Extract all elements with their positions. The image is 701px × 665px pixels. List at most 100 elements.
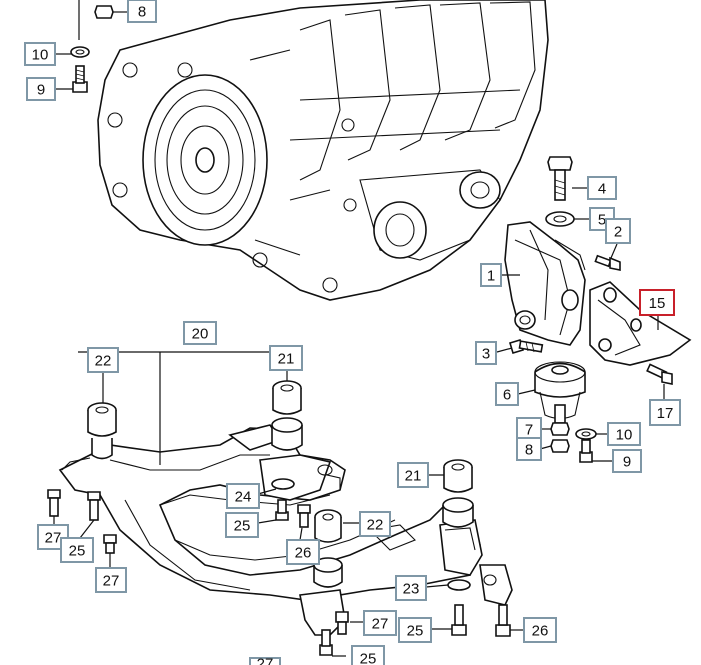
callout-27: 27	[249, 656, 281, 665]
callout-number: 24	[235, 489, 252, 506]
callout-box	[523, 617, 557, 643]
callout-number: 8	[525, 442, 533, 459]
callout-7: 7	[516, 417, 542, 441]
callout-box	[395, 575, 427, 601]
callout-number: 7	[525, 422, 533, 439]
callout-9: 9	[612, 449, 642, 473]
callout-box	[60, 537, 94, 563]
callout-number: 17	[657, 405, 674, 422]
callout-22: 22	[87, 347, 119, 373]
callout-box	[495, 382, 519, 406]
washer-23	[447, 579, 471, 591]
callout-box	[26, 77, 56, 101]
callout-number: 21	[278, 351, 295, 368]
callout-box	[225, 512, 259, 538]
callout-9: 9	[26, 77, 56, 101]
callout-10: 10	[607, 422, 641, 446]
bushing-22-left	[87, 402, 117, 460]
callout-box	[95, 567, 127, 593]
callout-number: 2	[614, 224, 622, 241]
callout-number: 5	[598, 212, 606, 229]
callout-8: 8	[516, 437, 542, 461]
washer-24	[271, 478, 295, 490]
callout-26: 26	[523, 617, 557, 643]
callout-number: 22	[367, 517, 384, 534]
callout-box	[649, 399, 681, 426]
callout-20: 20	[183, 321, 217, 345]
callout-number: 4	[598, 181, 606, 198]
subframe-bolts	[47, 489, 511, 656]
callout-2: 2	[605, 218, 631, 244]
callout-number: 23	[403, 581, 420, 598]
callout-box	[183, 321, 217, 345]
callout-number: 27	[45, 530, 62, 547]
callout-number: 27	[257, 656, 274, 665]
callout-25: 25	[60, 537, 94, 563]
callout-number: 1	[487, 268, 495, 285]
callout-number: 3	[482, 346, 490, 363]
callout-box	[612, 449, 642, 473]
callout-number: 10	[32, 47, 49, 64]
bushing-21-right	[442, 459, 474, 528]
callout-number: 8	[138, 4, 146, 21]
callout-box	[398, 617, 432, 643]
callout-8: 8	[127, 0, 157, 23]
callout-box	[607, 422, 641, 446]
callout-box	[475, 341, 497, 365]
callout-21: 21	[397, 462, 429, 488]
callout-box	[127, 0, 157, 23]
callout-box	[351, 645, 385, 665]
callout-4: 4	[587, 176, 617, 200]
callout-25: 25	[398, 617, 432, 643]
bushing-22-centre	[313, 509, 343, 588]
callout-box	[359, 511, 391, 537]
rubber-mount-6	[509, 339, 597, 463]
callout-26: 26	[286, 539, 320, 565]
callout-box	[249, 657, 281, 665]
callout-21: 21	[269, 345, 303, 371]
callout-box	[516, 437, 542, 461]
callout-25: 25	[351, 645, 385, 665]
callout-box	[605, 218, 631, 244]
front-subframe	[58, 424, 513, 636]
callout-number: 26	[532, 623, 549, 640]
callout-box	[269, 345, 303, 371]
callout-number: 22	[95, 353, 112, 370]
callout-box	[286, 539, 320, 565]
callout-box	[226, 483, 260, 509]
callout-17: 17	[649, 399, 681, 426]
callout-number: 27	[103, 573, 120, 590]
callout-box	[24, 42, 56, 66]
callout-number: 25	[69, 543, 86, 560]
callout-box	[87, 347, 119, 373]
callout-number: 26	[295, 545, 312, 562]
callout-23: 23	[395, 575, 427, 601]
callout-number: 9	[623, 454, 631, 471]
callout-number: 9	[37, 82, 45, 99]
callout-number: 6	[503, 387, 511, 404]
callout-number: 25	[234, 518, 251, 535]
callout-6: 6	[495, 382, 519, 406]
callout-10: 10	[24, 42, 56, 66]
callout-number: 10	[616, 427, 633, 444]
callout-3: 3	[475, 341, 497, 365]
callout-number: 25	[407, 623, 424, 640]
callout-box	[363, 610, 397, 636]
callout-number: 20	[192, 326, 209, 343]
callout-27: 27	[363, 610, 397, 636]
transmission-housing	[97, 0, 549, 301]
callout-22: 22	[359, 511, 391, 537]
callout-box	[639, 289, 675, 316]
callout-number: 27	[372, 616, 389, 633]
callout-1: 1	[480, 263, 502, 287]
callout-box	[397, 462, 429, 488]
callout-number: 15	[649, 295, 666, 312]
callout-25: 25	[225, 512, 259, 538]
bushing-21-upper	[271, 380, 303, 451]
callout-27: 27	[95, 567, 127, 593]
top-left-fasteners	[70, 0, 114, 93]
callout-15: 15	[639, 289, 675, 316]
callout-box	[587, 176, 617, 200]
